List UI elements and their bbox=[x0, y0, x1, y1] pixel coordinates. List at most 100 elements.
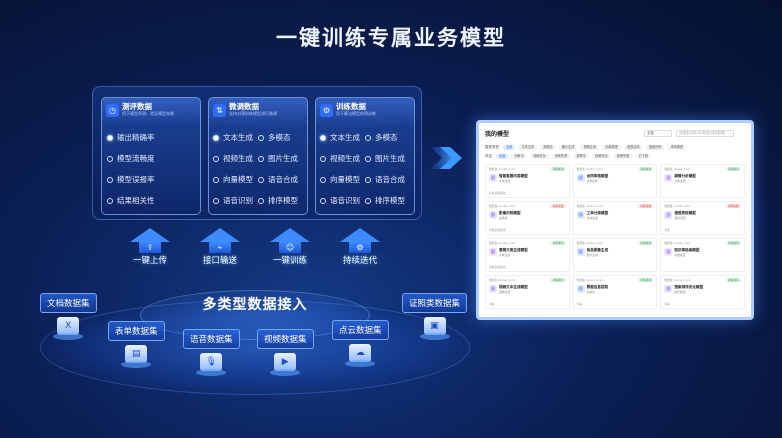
radio[interactable] bbox=[320, 155, 326, 162]
radio[interactable] bbox=[258, 155, 264, 162]
option-item[interactable]: 文本生成 bbox=[213, 127, 258, 148]
chip[interactable]: 语音识别 bbox=[645, 145, 665, 150]
radio[interactable] bbox=[107, 155, 113, 162]
right-arrow-icon bbox=[430, 147, 462, 169]
model-icon: ▥ bbox=[664, 174, 673, 182]
radio[interactable] bbox=[258, 134, 264, 141]
option-item[interactable]: 模型误报率 bbox=[107, 169, 195, 190]
model-footer-link[interactable]: 查看 bbox=[489, 302, 495, 306]
model-footer-link[interactable]: 查看训练报告 bbox=[489, 191, 506, 195]
chip[interactable]: 多模态 bbox=[540, 145, 556, 150]
dataset-certificate: 证照类数据集 ▣ bbox=[402, 293, 468, 340]
model-icon: ▥ bbox=[489, 248, 497, 256]
model-footer-link[interactable]: 查看训练报告 bbox=[489, 265, 506, 269]
chip[interactable]: 向量模型 bbox=[602, 145, 621, 150]
model-name: 营销文案生成模型 bbox=[499, 248, 528, 252]
model-name: 工单分类模型 bbox=[586, 211, 609, 215]
option-item[interactable]: 结果相关性 bbox=[107, 190, 195, 211]
radio[interactable] bbox=[213, 176, 219, 183]
option-item[interactable]: 文本生成 bbox=[320, 127, 365, 148]
model-footer-link[interactable]: 查看 bbox=[664, 228, 670, 232]
chip[interactable]: 图片生成 bbox=[558, 145, 578, 150]
chip[interactable]: 语音合成 bbox=[623, 145, 643, 150]
option-item[interactable]: 排序模型 bbox=[365, 190, 410, 211]
filter-select[interactable]: 全部 bbox=[644, 129, 673, 137]
model-meta: 数据集 model_xxxx bbox=[489, 241, 516, 245]
model-list-screenshot: 我的模型 全部 请搜索名称/ID/标签/训练数据 模型类型 全部 文本生成 多模… bbox=[476, 120, 754, 320]
option-item[interactable]: 视频生成 bbox=[213, 148, 258, 169]
plug-icon: ⌁ bbox=[209, 242, 231, 253]
card-title: 微调数据 bbox=[229, 102, 259, 111]
chip[interactable]: 训练成功 bbox=[529, 154, 549, 159]
status-badge: 训练成功 bbox=[638, 241, 654, 245]
option-item[interactable]: 语音合成 bbox=[258, 169, 303, 190]
chip[interactable]: 训练失败 bbox=[551, 154, 571, 159]
chip[interactable]: 全部 bbox=[503, 145, 516, 150]
option-item[interactable]: 图片生成 bbox=[365, 148, 410, 169]
option-item[interactable]: 向量模型 bbox=[213, 169, 258, 190]
chip[interactable]: 部署成功 bbox=[592, 154, 611, 159]
radio-selected[interactable] bbox=[213, 134, 219, 141]
model-name: 语音质检模型 bbox=[674, 211, 696, 215]
radio[interactable] bbox=[213, 197, 219, 204]
option-item[interactable]: 模型流畅度 bbox=[107, 148, 195, 169]
radio[interactable] bbox=[320, 176, 326, 183]
chip[interactable]: 全部 bbox=[496, 154, 509, 159]
model-footer-link[interactable]: 查看训练报告 bbox=[489, 228, 506, 232]
model-icon: ▥ bbox=[664, 248, 673, 256]
search-input[interactable]: 请搜索名称/ID/标签/训练数据 bbox=[676, 129, 735, 137]
chip[interactable]: 部署失败 bbox=[613, 154, 633, 159]
chart-icon: ◷ bbox=[106, 104, 119, 117]
option-item[interactable]: 语音合成 bbox=[365, 169, 410, 190]
card-header: ⇅ 微调数据 支持对预训练模型进行微调 bbox=[209, 98, 307, 124]
status-badge: 训练失败 bbox=[725, 204, 741, 208]
option-item[interactable]: 图片生成 bbox=[258, 148, 303, 169]
radio[interactable] bbox=[107, 176, 113, 183]
option-item[interactable]: 语音识别 bbox=[320, 190, 365, 211]
option-item[interactable]: 输出精确率 bbox=[107, 127, 195, 148]
model-tag: 图片生成 bbox=[586, 253, 598, 257]
radio-selected[interactable] bbox=[320, 134, 326, 141]
radio-selected[interactable] bbox=[107, 134, 113, 141]
radio[interactable] bbox=[365, 176, 371, 183]
option-item[interactable]: 语音识别 bbox=[213, 190, 258, 211]
chip[interactable]: 训练中 bbox=[511, 154, 527, 159]
radio[interactable] bbox=[258, 197, 264, 204]
chip[interactable]: 排序模型 bbox=[667, 145, 687, 150]
model-meta: 数据集 model_xxxx bbox=[576, 204, 603, 208]
radio[interactable] bbox=[107, 197, 113, 204]
radio[interactable] bbox=[365, 197, 371, 204]
radio[interactable] bbox=[258, 176, 264, 183]
radio[interactable] bbox=[213, 155, 219, 162]
radio[interactable] bbox=[365, 155, 371, 162]
radio[interactable] bbox=[320, 197, 326, 204]
model-footer-link[interactable]: 查看 bbox=[576, 302, 583, 306]
option-item[interactable]: 多模态 bbox=[258, 127, 303, 148]
model-name: 票据信息提取 bbox=[586, 285, 609, 289]
model-footer-link[interactable]: 查看 bbox=[664, 302, 670, 306]
option-item[interactable]: 视频生成 bbox=[320, 148, 365, 169]
chip[interactable]: 已下线 bbox=[635, 154, 652, 159]
option-item[interactable]: 排序模型 bbox=[258, 190, 303, 211]
option-item[interactable]: 向量模型 bbox=[320, 169, 365, 190]
chip[interactable]: 部署中 bbox=[573, 154, 589, 159]
option-item[interactable]: 多模态 bbox=[365, 127, 410, 148]
dataset-document: 文档数据集 X bbox=[40, 293, 97, 340]
model-icon: ▥ bbox=[664, 285, 673, 293]
chip[interactable]: 文本生成 bbox=[518, 145, 538, 150]
platform-top bbox=[140, 290, 370, 340]
chip[interactable]: 视频生成 bbox=[580, 145, 600, 150]
radio[interactable] bbox=[365, 134, 371, 141]
